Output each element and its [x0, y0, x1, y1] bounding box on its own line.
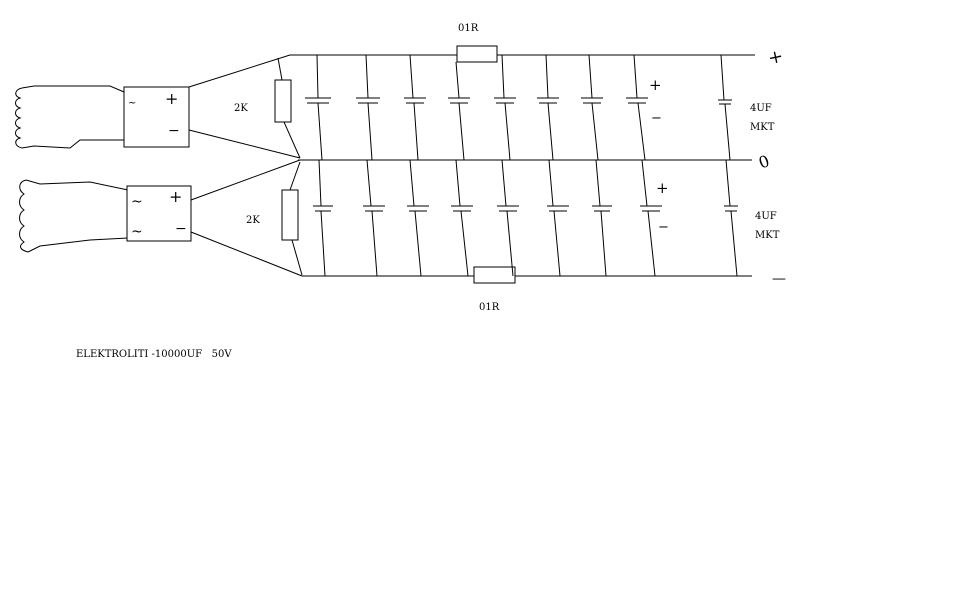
- capacitor-lower-1: [313, 159, 333, 277]
- cap-lower-minus: −: [658, 220, 669, 235]
- capacitor-upper-4: [448, 61, 470, 161]
- capacitor-upper-2: [356, 54, 380, 161]
- capacitor-upper-1: [305, 54, 331, 161]
- resistor-01r-top: [456, 45, 498, 63]
- electrolytic-note: ELEKTROLITI -10000UF 50V: [76, 349, 232, 360]
- transformer-winding-bottom: [19, 179, 129, 253]
- label-mkt-upper-value: 4UF: [750, 103, 772, 114]
- capacitor-lower-3: [407, 159, 429, 277]
- capacitor-lower-4: [451, 159, 473, 277]
- capacitor-lower-2: [363, 159, 385, 277]
- capacitor-lower-8: [640, 159, 662, 277]
- output-positive-mark: +: [766, 46, 785, 70]
- capacitor-upper-5: [494, 54, 516, 161]
- label-mkt-lower-value: 4UF: [755, 211, 777, 222]
- bridge-rectifier-top: ~ + −: [123, 86, 190, 148]
- rectifier-bottom-plus: +: [169, 187, 182, 206]
- rectifier-bottom-ac-2: ~: [131, 224, 143, 240]
- output-ground-mark: 0: [756, 151, 772, 172]
- capacitor-upper-6: [537, 54, 559, 161]
- bridge-rectifier-bottom: ~ ~ + −: [126, 185, 192, 242]
- capacitor-upper-7: [581, 54, 603, 161]
- capacitor-mkt-upper: [718, 54, 732, 161]
- resistor-01r-bottom: [473, 266, 516, 284]
- rectifier-bottom-ac-1: ~: [131, 194, 143, 210]
- label-2k-lower: 2K: [246, 215, 260, 226]
- upper-capacitor-bank: [305, 54, 732, 161]
- label-2k-upper: 2K: [234, 103, 248, 114]
- capacitor-mkt-lower: [724, 159, 738, 277]
- rectifier-feed-lines: [188, 54, 303, 277]
- rectifier-top-plus: +: [165, 89, 178, 108]
- resistor-2k-upper: [274, 57, 301, 159]
- cap-upper-minus: −: [651, 111, 662, 126]
- label-01r-top: 01R: [458, 23, 479, 34]
- capacitor-lower-5: [497, 159, 519, 277]
- capacitor-lower-6: [547, 159, 569, 277]
- label-mkt-upper-type: MKT: [750, 122, 775, 133]
- lower-capacitor-bank: [313, 159, 738, 277]
- cap-upper-plus: +: [649, 76, 662, 94]
- capacitor-lower-7: [592, 159, 612, 277]
- output-negative-mark: —: [772, 271, 786, 287]
- transformer-winding-top: [15, 85, 125, 149]
- rectifier-top-ac: ~: [128, 98, 136, 109]
- cap-lower-plus: +: [656, 179, 669, 197]
- resistor-2k-lower: [281, 161, 303, 276]
- rectifier-top-minus: −: [168, 123, 180, 139]
- rectifier-bottom-minus: −: [175, 221, 187, 237]
- label-mkt-lower-type: MKT: [755, 230, 780, 241]
- capacitor-upper-8: [626, 54, 648, 161]
- capacitor-upper-3: [404, 54, 426, 161]
- label-01r-bottom: 01R: [479, 302, 500, 313]
